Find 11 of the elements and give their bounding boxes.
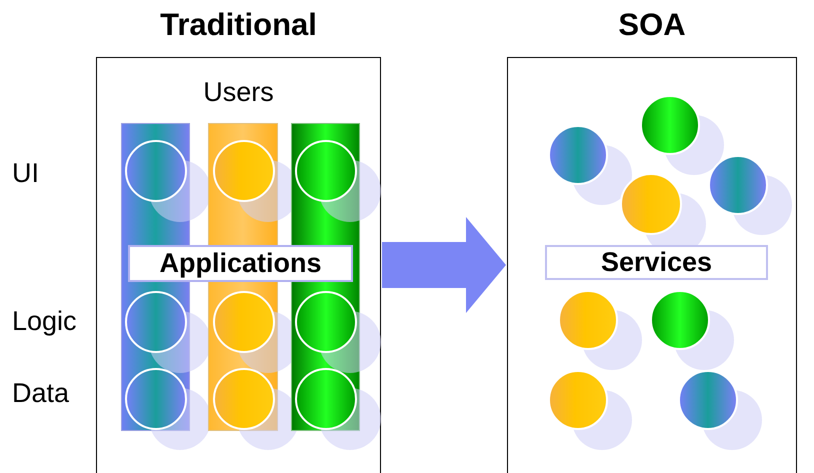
block-arrow — [382, 217, 506, 313]
circle — [295, 368, 357, 430]
panel-heading: Traditional — [159, 7, 318, 43]
row-label: Data — [12, 378, 70, 409]
row-label: Logic — [12, 306, 77, 337]
circle — [125, 368, 187, 430]
row-heading: Users — [202, 77, 275, 108]
label-band: Applications — [128, 245, 353, 282]
row-label: UI — [12, 158, 39, 189]
label-band: Services — [545, 245, 768, 280]
panel-heading: SOA — [617, 7, 687, 43]
